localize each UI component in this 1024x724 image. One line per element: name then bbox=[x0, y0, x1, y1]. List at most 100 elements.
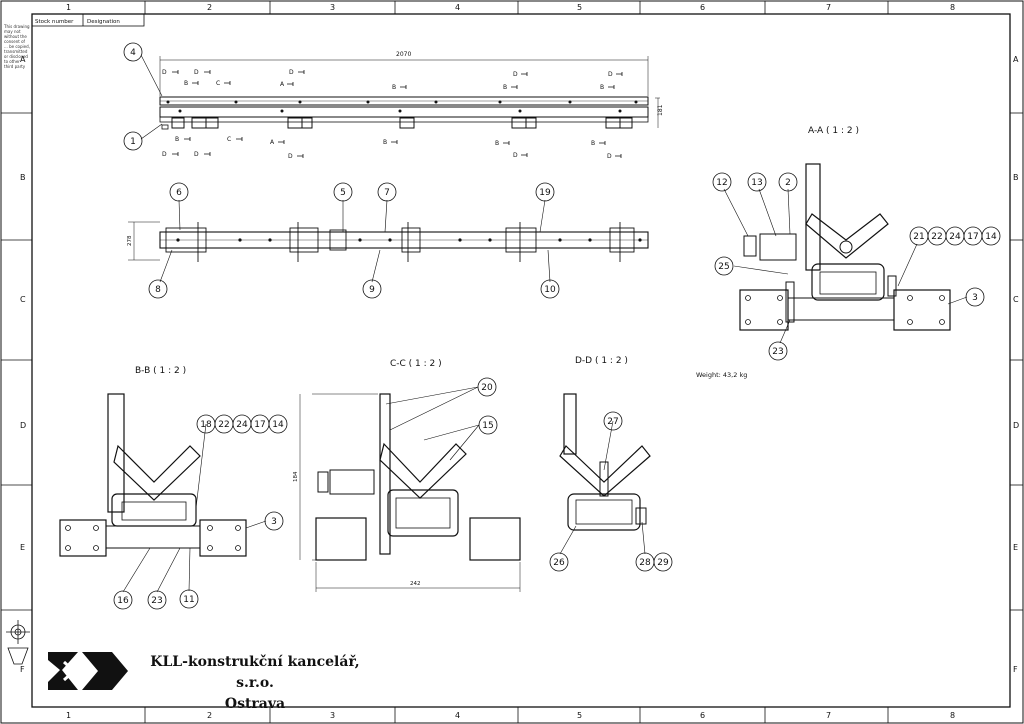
leader-lines bbox=[122, 54, 968, 593]
svg-text:29: 29 bbox=[657, 558, 669, 568]
col-label: 2 bbox=[207, 711, 212, 720]
svg-text:19: 19 bbox=[539, 188, 551, 198]
company-logo-icon bbox=[48, 652, 128, 690]
svg-text:28: 28 bbox=[639, 558, 651, 568]
balloon-23: 23 bbox=[147, 590, 167, 610]
row-label: F bbox=[1013, 665, 1018, 674]
balloon-15: 15 bbox=[478, 415, 498, 435]
row-label: C bbox=[1013, 295, 1019, 304]
inner-frame bbox=[31, 13, 1011, 708]
balloon-3: 3 bbox=[264, 511, 284, 531]
section-marker: B bbox=[495, 140, 499, 147]
svg-text:18: 18 bbox=[200, 420, 212, 430]
balloon-12: 12 bbox=[712, 172, 732, 192]
balloon-25: 25 bbox=[714, 256, 734, 276]
col-label: 5 bbox=[577, 711, 582, 720]
section-bb-title: B-B ( 1 : 2 ) bbox=[135, 366, 186, 376]
length-dimension: 2070 bbox=[396, 51, 411, 58]
section-marker: D bbox=[194, 151, 199, 158]
svg-text:3: 3 bbox=[271, 517, 277, 527]
side-height-dimension: 278 bbox=[127, 235, 133, 246]
balloon-16: 16 bbox=[113, 590, 133, 610]
col-label: 2 bbox=[207, 3, 212, 12]
svg-text:24: 24 bbox=[949, 232, 961, 242]
row-label: F bbox=[20, 665, 25, 674]
svg-text:14: 14 bbox=[985, 232, 997, 242]
svg-text:14: 14 bbox=[272, 420, 284, 430]
section-marker: B bbox=[383, 139, 387, 146]
col-label: 4 bbox=[455, 711, 460, 720]
balloon-3: 3 bbox=[965, 287, 985, 307]
company-city: Ostrava bbox=[224, 696, 286, 712]
section-marker: D bbox=[162, 69, 167, 76]
section-bb: B-B ( 1 : 2 ) bbox=[59, 366, 247, 557]
section-marker: D bbox=[608, 71, 613, 78]
section-dd: D-D ( 1 : 2 ) bbox=[559, 356, 651, 531]
designation-label: Designation bbox=[87, 19, 120, 25]
svg-text:20: 20 bbox=[481, 383, 493, 393]
height-dimension: 181 bbox=[657, 104, 664, 116]
svg-text:10: 10 bbox=[544, 285, 556, 295]
balloon-9: 9 bbox=[362, 279, 382, 299]
svg-text:22: 22 bbox=[218, 420, 229, 430]
section-marker: B bbox=[392, 84, 396, 91]
balloon-17: 17 bbox=[963, 226, 983, 246]
col-label: 3 bbox=[330, 3, 335, 12]
column-labels-bottom: 1 2 3 4 5 6 7 8 bbox=[66, 711, 955, 720]
svg-text:15: 15 bbox=[482, 421, 493, 431]
projection-symbol-icon bbox=[6, 620, 30, 665]
balloon-23: 23 bbox=[768, 341, 788, 361]
svg-text:17: 17 bbox=[967, 232, 978, 242]
balloon-4: 4 bbox=[123, 42, 143, 62]
top-view: 278 bbox=[127, 221, 649, 262]
col-label: 7 bbox=[826, 3, 831, 12]
balloon-21: 21 bbox=[909, 226, 929, 246]
svg-text:12: 12 bbox=[716, 178, 727, 188]
section-marker: D bbox=[194, 69, 199, 76]
balloon-18: 18 bbox=[196, 414, 216, 434]
company-name: KLL-konstrukční kancelář, s.r.o. bbox=[150, 654, 360, 691]
row-label: B bbox=[20, 173, 26, 182]
section-cc: C-C ( 1 : 2 ) 184 242 bbox=[293, 359, 521, 592]
section-marker: B bbox=[591, 140, 595, 147]
section-marker: D bbox=[607, 153, 612, 160]
section-aa: A-A ( 1 : 2 ) Weight: 43,2 kg bbox=[696, 126, 951, 379]
balloon-20: 20 bbox=[477, 377, 497, 397]
svg-text:17: 17 bbox=[254, 420, 265, 430]
balloon-10: 10 bbox=[540, 279, 560, 299]
legal-note: This drawing may not without the consent… bbox=[4, 24, 30, 69]
balloon-14: 14 bbox=[268, 414, 288, 434]
svg-text:26: 26 bbox=[553, 558, 565, 568]
svg-text:1: 1 bbox=[130, 137, 136, 147]
row-label: D bbox=[1013, 421, 1019, 430]
balloon-27: 27 bbox=[603, 411, 623, 431]
svg-text:3: 3 bbox=[972, 293, 978, 303]
section-marker: B bbox=[175, 136, 179, 143]
company-block: KLL-konstrukční kancelář, s.r.o. Ostrava bbox=[130, 652, 380, 715]
svg-text:11: 11 bbox=[183, 595, 194, 605]
svg-text:5: 5 bbox=[340, 188, 346, 198]
balloon-17: 17 bbox=[250, 414, 270, 434]
balloon-13: 13 bbox=[747, 172, 767, 192]
balloon-6: 6 bbox=[169, 182, 189, 202]
balloon-19: 19 bbox=[535, 182, 555, 202]
balloon-7: 7 bbox=[377, 182, 397, 202]
balloon-28: 28 bbox=[635, 552, 655, 572]
section-marker: D bbox=[289, 69, 294, 76]
col-label: 1 bbox=[66, 3, 71, 12]
svg-text:21: 21 bbox=[913, 232, 924, 242]
section-markers: D D B C A D B D B D B D D B C A D B D B … bbox=[162, 69, 613, 160]
svg-text:6: 6 bbox=[176, 188, 182, 198]
svg-text:2: 2 bbox=[785, 178, 791, 188]
section-marker: A bbox=[270, 139, 275, 146]
svg-text:8: 8 bbox=[155, 285, 161, 295]
balloon-8: 8 bbox=[148, 279, 168, 299]
svg-text:23: 23 bbox=[772, 347, 783, 357]
svg-text:23: 23 bbox=[151, 596, 162, 606]
stock-number-label: Stock number bbox=[35, 19, 74, 25]
title-block-header: Stock number Designation bbox=[31, 13, 145, 27]
section-marker: D bbox=[513, 152, 518, 159]
section-marker: C bbox=[216, 80, 220, 87]
